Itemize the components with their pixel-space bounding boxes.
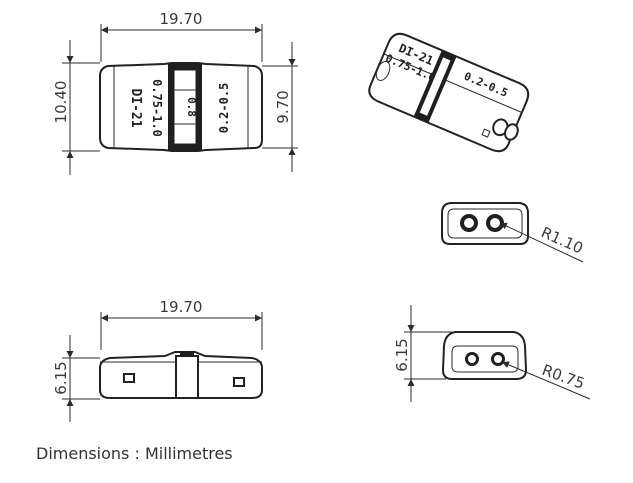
dim-side-width: 19.70 bbox=[160, 298, 203, 316]
leader-radius-small bbox=[501, 361, 591, 400]
caption: Dimensions : Millimetres bbox=[36, 444, 233, 463]
range-left-label: 0.75-1.0 bbox=[150, 79, 164, 137]
dim-top-height-outer: 10.40 bbox=[52, 81, 70, 124]
leader-radius-large bbox=[499, 222, 584, 263]
center-label: 0.8 bbox=[185, 97, 198, 117]
dim-top-width: 19.70 bbox=[160, 10, 203, 28]
end-view-upper: R1.10 bbox=[441, 202, 586, 263]
iso-body bbox=[368, 32, 530, 153]
isometric-view: DI-21 0.75-1.0 0.2-0.5 bbox=[368, 32, 530, 153]
dim-top-height-inner: 9.70 bbox=[274, 90, 292, 123]
dim-end-height: 6.15 bbox=[393, 338, 411, 371]
top-view: 19.70 10.40 9.70 DI-21 0.75-1.0 0.8 0.2-… bbox=[52, 10, 298, 175]
end-view-upper-body bbox=[441, 202, 529, 245]
part-code-left: DI-21 bbox=[128, 88, 143, 127]
dim-side-height: 6.15 bbox=[52, 361, 70, 394]
side-view: 19.70 6.15 bbox=[52, 298, 263, 422]
end-view-lower: 6.15 R0.75 bbox=[393, 305, 591, 402]
range-right-label: 0.2-0.5 bbox=[217, 83, 231, 134]
